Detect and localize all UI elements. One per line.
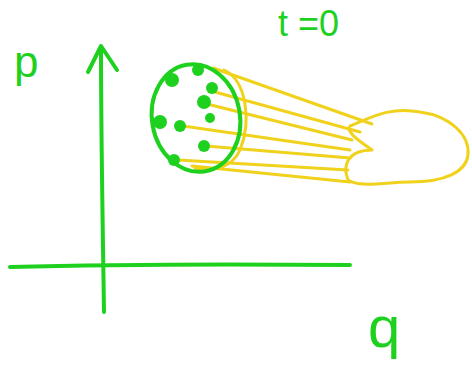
axis-label: p: [14, 40, 38, 84]
initial-region: [143, 57, 248, 179]
time-label: t =0: [278, 6, 339, 42]
axis-label: q: [368, 298, 400, 356]
axes: [10, 46, 350, 312]
evolved-region: [178, 68, 468, 184]
